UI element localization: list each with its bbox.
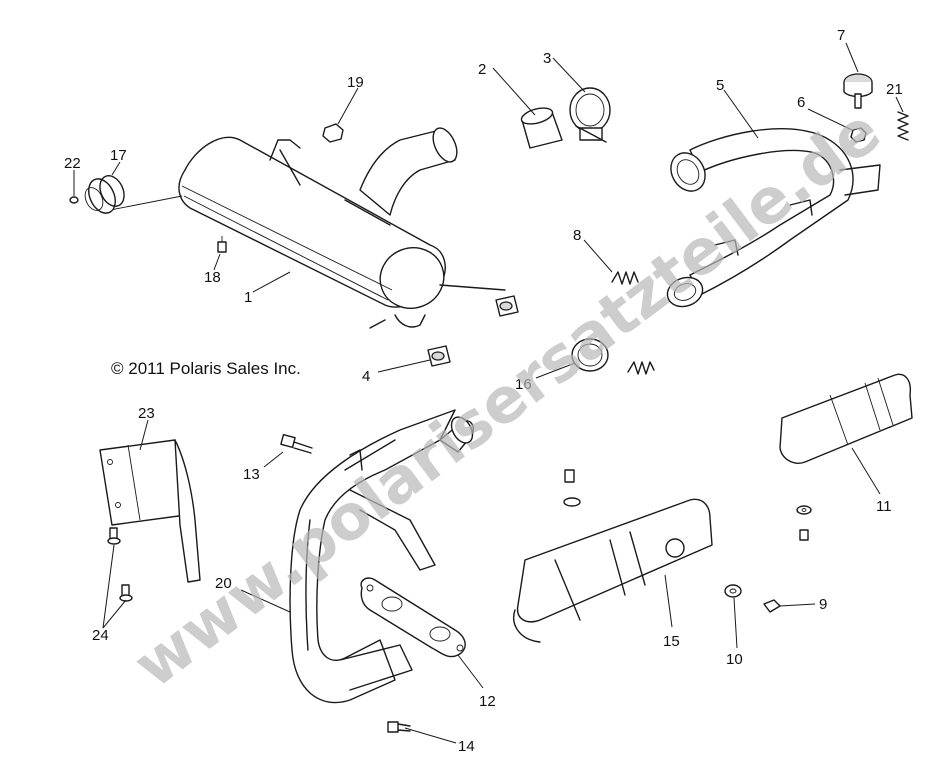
- muffler-part-1: [99, 127, 506, 329]
- callout-16: 16: [515, 376, 532, 393]
- bolt-part-14: [387, 721, 411, 733]
- callout-24: 24: [92, 627, 109, 644]
- heat-shield-part-15: [513, 498, 713, 643]
- copyright-notice: © 2011 Polaris Sales Inc.: [111, 359, 301, 378]
- callout-3: 3: [543, 50, 551, 67]
- sleeve-part-2: [520, 107, 563, 149]
- callout-8: 8: [573, 227, 581, 244]
- nut-part-19: [322, 123, 344, 143]
- bolt-part-15a: [563, 469, 581, 507]
- callout-2: 2: [478, 61, 486, 78]
- callout-10: 10: [726, 651, 743, 668]
- spring-part-21: [897, 111, 909, 141]
- callout-11: 11: [876, 498, 892, 515]
- callout-19: 19: [347, 74, 364, 91]
- callout-20: 20: [215, 575, 232, 592]
- callout-6: 6: [797, 94, 805, 111]
- callout-4: 4: [362, 368, 370, 385]
- callout-13: 13: [243, 466, 260, 483]
- bracket-part-23: [99, 439, 201, 583]
- callout-18: 18: [204, 269, 221, 286]
- bolt-part-9: [763, 599, 781, 613]
- rubber-mount-part-7: [843, 73, 873, 109]
- callout-12: 12: [479, 693, 496, 710]
- callout-17: 17: [110, 147, 127, 164]
- callout-labels: 1 2 3 4 5 6 7 8 9 10 11 12 13 14 15 16 1…: [64, 27, 903, 755]
- callout-5: 5: [716, 77, 724, 94]
- washer-part-10: [724, 584, 742, 598]
- callout-9: 9: [819, 596, 827, 613]
- callout-15: 15: [663, 633, 680, 650]
- spring-part-8b: [627, 361, 655, 375]
- y-pipe-part-5: [666, 128, 881, 308]
- nut-part-6: [850, 127, 867, 143]
- bolts-part-24: [107, 527, 133, 602]
- callout-14: 14: [458, 738, 475, 755]
- bolt-part-13: [280, 433, 313, 454]
- seal-part-16: [571, 338, 609, 372]
- spring-part-8: [611, 271, 639, 285]
- callout-1: 1: [244, 289, 252, 306]
- callout-22: 22: [64, 155, 81, 172]
- header-pipe-part-20: [289, 409, 474, 704]
- callout-23: 23: [138, 405, 155, 422]
- clamp-part-3: [569, 87, 611, 143]
- gasket-part-17: [84, 175, 125, 214]
- bolt-part-18: [217, 236, 227, 253]
- washer-part-11a: [796, 505, 812, 541]
- callout-7: 7: [837, 27, 845, 44]
- callout-21: 21: [886, 81, 903, 98]
- heat-shield-part-11: [779, 373, 913, 464]
- nut-part-22: [69, 196, 79, 204]
- grommet-part-4: [427, 295, 519, 367]
- leader-lines: [73, 42, 904, 744]
